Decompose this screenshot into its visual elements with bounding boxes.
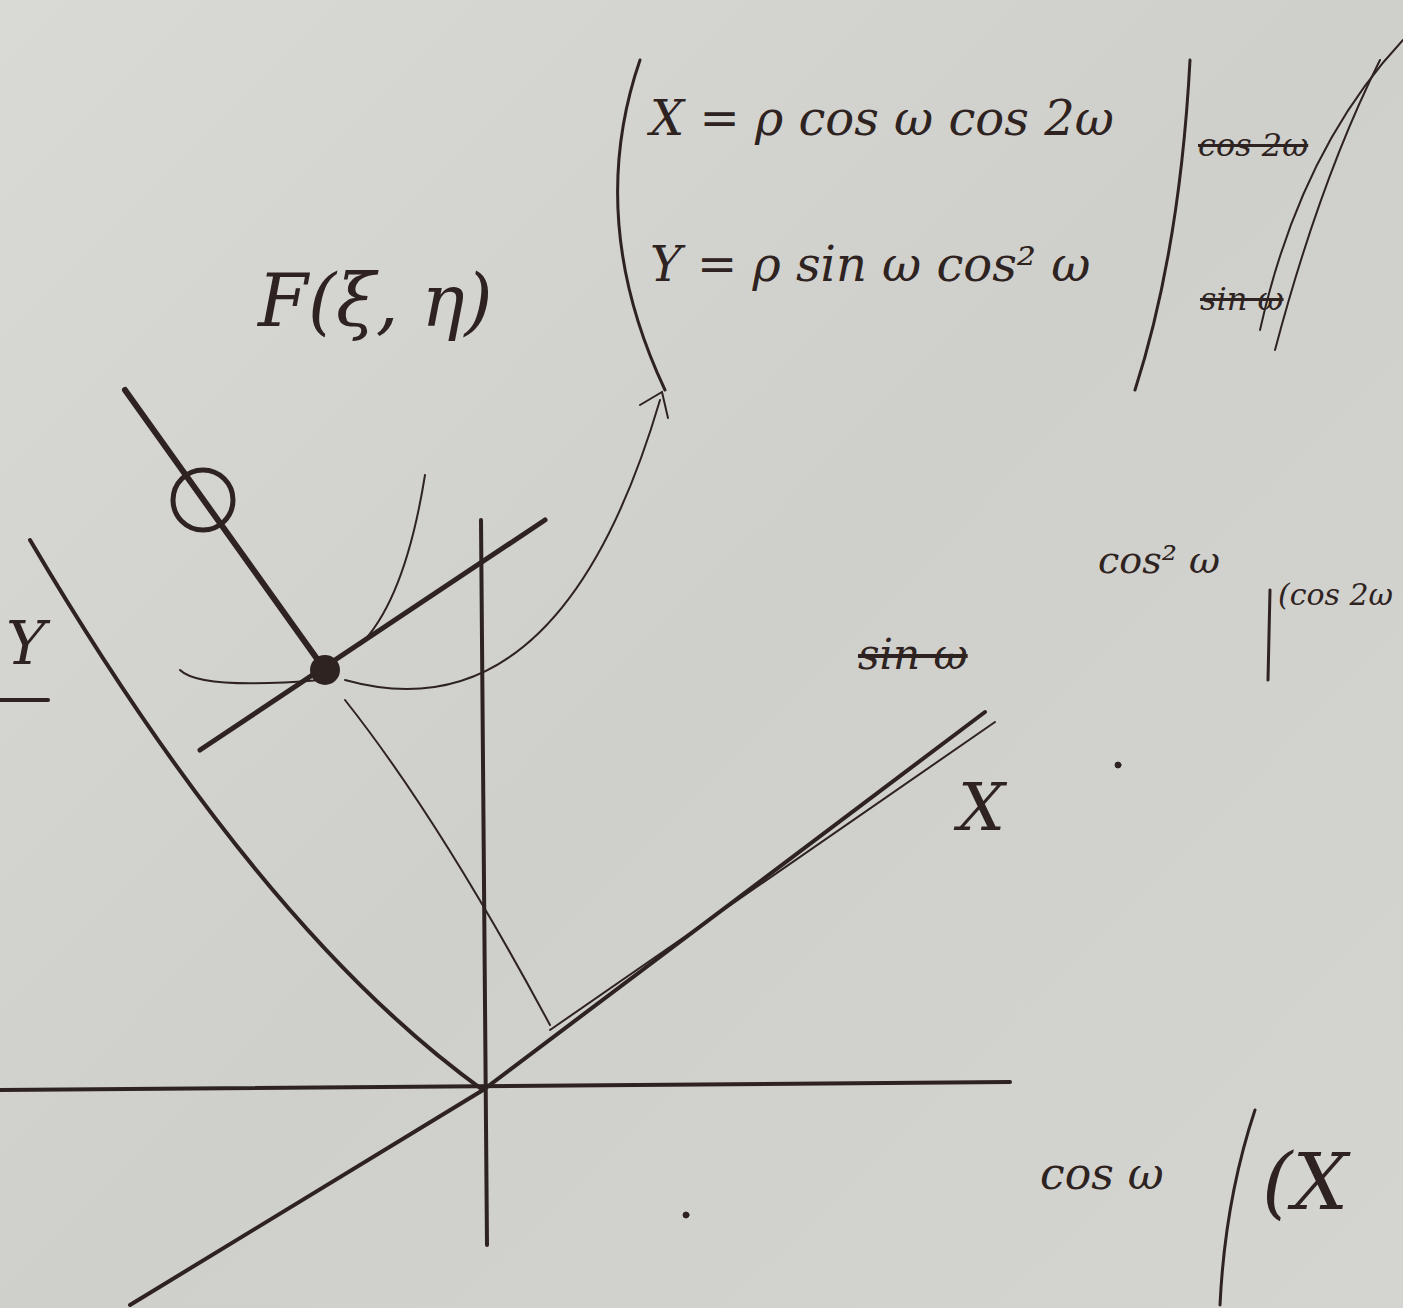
leader-curve: [345, 700, 550, 1025]
bracket: [1220, 1110, 1255, 1305]
arrow-head: [640, 392, 668, 418]
tick: [0, 698, 48, 702]
right-bracket: [1135, 60, 1190, 390]
leader-curve: [360, 475, 425, 645]
bracket: [1268, 590, 1270, 680]
dot: [1115, 762, 1121, 768]
note: cos² ω: [1098, 540, 1220, 582]
arrow-curve: [345, 400, 660, 689]
vertical-axis: [481, 520, 487, 1245]
equation: X = ρ cos ω cos 2ω: [650, 92, 1114, 145]
oblique-axis-double: [550, 722, 995, 1030]
dot: [683, 1212, 689, 1218]
note: sin ω: [1200, 282, 1284, 317]
tangent-line: [200, 520, 545, 750]
small-circle: [173, 470, 233, 530]
squiggle: [180, 670, 320, 683]
oblique-axis: [130, 712, 985, 1305]
axis-label: Y: [6, 610, 46, 676]
equation: Y = ρ sin ω cos² ω: [650, 238, 1091, 291]
note: cos 2ω: [1198, 128, 1308, 163]
note: (X: [1262, 1140, 1348, 1226]
note: (cos 2ω: [1278, 578, 1393, 611]
note: cos ω: [1040, 1150, 1164, 1198]
normal-line: [125, 390, 325, 670]
note: sin ω: [858, 632, 968, 678]
horizontal-axis: [0, 1082, 1010, 1090]
scribble: [1275, 60, 1380, 350]
axis-label: X: [958, 772, 1005, 845]
point-label: F(ξ, η): [258, 262, 493, 341]
curve: [30, 540, 483, 1090]
